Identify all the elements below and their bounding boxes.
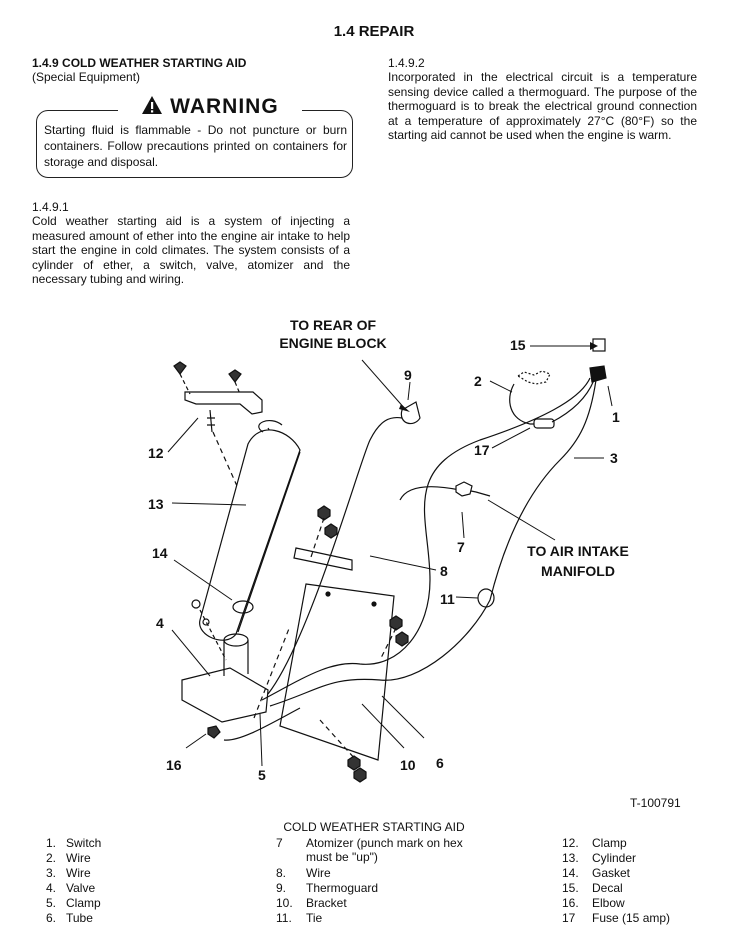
legend-number: 5. xyxy=(46,896,57,910)
legend-label: Wire xyxy=(66,866,91,880)
legend-item: 3. Wire xyxy=(46,866,91,880)
leader-lines xyxy=(167,345,613,767)
part-num-1: 1 xyxy=(612,409,620,425)
leader-arrowheads xyxy=(399,342,598,412)
legend-number: 16. xyxy=(562,896,579,910)
part-num-6: 6 xyxy=(436,755,444,771)
para2-text: Incorporated in the electrical circuit i… xyxy=(388,70,697,143)
part-num-17: 17 xyxy=(474,442,490,458)
warning-text: Starting fluid is flammable - Do not pun… xyxy=(44,123,347,169)
legend-number: 11. xyxy=(276,911,292,925)
legend-number: 12. xyxy=(562,836,579,850)
legend-number: 9. xyxy=(276,881,287,895)
legend-item: 9. Thermoguard xyxy=(276,881,378,895)
page-title: 1.4 REPAIR xyxy=(333,23,415,40)
callout-air-2: MANIFOLD xyxy=(541,563,615,579)
legend-number: 8. xyxy=(276,866,287,880)
para1-text: Cold weather starting aid is a system of… xyxy=(32,214,350,287)
legend-label: Elbow xyxy=(592,896,625,910)
warning-triangle-icon xyxy=(142,96,163,114)
part-num-10: 10 xyxy=(400,757,416,773)
legend-item: 1. Switch xyxy=(46,836,101,850)
part-num-14: 14 xyxy=(152,545,168,561)
figure-id: T-100791 xyxy=(630,796,681,810)
legend-item: 5. Clamp xyxy=(46,896,101,910)
legend-label: Clamp xyxy=(592,836,627,850)
legend-number: 15. xyxy=(562,881,579,895)
legend-number: 4. xyxy=(46,881,57,895)
diagram-art xyxy=(173,338,607,783)
legend-item: 15. Decal xyxy=(562,881,623,895)
part-num-2: 2 xyxy=(474,373,482,389)
part-num-7: 7 xyxy=(457,539,465,555)
legend-label: Thermoguard xyxy=(306,881,379,895)
section-subheading: (Special Equipment) xyxy=(32,70,141,84)
part-num-9: 9 xyxy=(404,367,412,383)
starting-aid-diagram: TO REAR OF ENGINE BLOCK TO AIR INTAKE MA… xyxy=(148,317,629,783)
legend-label: Valve xyxy=(66,881,96,895)
legend-number: 14. xyxy=(562,866,579,880)
legend-item: 13. Cylinder xyxy=(562,851,636,865)
legend-item: 14. Gasket xyxy=(562,866,630,880)
legend-label: Switch xyxy=(66,836,102,850)
part-num-13: 13 xyxy=(148,496,164,512)
callout-air-1: TO AIR INTAKE xyxy=(527,543,629,559)
legend-number: 7 xyxy=(276,836,283,850)
legend-item: 10. Bracket xyxy=(276,896,347,910)
legend-label: Tie xyxy=(306,911,323,925)
callouts: TO REAR OF ENGINE BLOCK TO AIR INTAKE MA… xyxy=(279,317,628,579)
legend-label: Clamp xyxy=(66,896,101,910)
part-num-12: 12 xyxy=(148,445,164,461)
legend-label: Bracket xyxy=(306,896,347,910)
legend-label: Wire xyxy=(66,851,91,865)
legend-number: 13. xyxy=(562,851,579,865)
part-num-4: 4 xyxy=(156,615,164,631)
legend-label: Gasket xyxy=(592,866,631,880)
legend-number: 1. xyxy=(46,836,57,850)
legend-label: Atomizer (punch mark on hex must be "up"… xyxy=(306,836,463,864)
warning-title: WARNING xyxy=(118,95,302,119)
legend-item: 2. Wire xyxy=(46,851,91,865)
legend-label: Decal xyxy=(592,881,623,895)
legend-item: 7 Atomizer (punch mark on hex must be "up… xyxy=(276,836,486,864)
legend-item: 11. Tie xyxy=(276,911,322,925)
legend-item: 8. Wire xyxy=(276,866,331,880)
legend-number: 10. xyxy=(276,896,293,910)
part-numbers: 1 2 3 4 5 6 7 8 9 10 11 12 13 14 15 16 1… xyxy=(148,337,620,783)
part-num-11: 11 xyxy=(440,591,455,607)
part-num-8: 8 xyxy=(440,563,448,579)
part-num-3: 3 xyxy=(610,450,618,466)
legend-item: 6. Tube xyxy=(46,911,93,925)
para2-number: 1.4.9.2 xyxy=(388,56,425,70)
legend-number: 3. xyxy=(46,866,57,880)
part-num-15: 15 xyxy=(510,337,526,353)
warning-label: WARNING xyxy=(170,95,279,118)
legend-item: 16. Elbow xyxy=(562,896,625,910)
section-heading: 1.4.9 COLD WEATHER STARTING AID xyxy=(32,56,247,70)
legend-number: 6. xyxy=(46,911,57,925)
legend-item: 4. Valve xyxy=(46,881,95,895)
para1-number: 1.4.9.1 xyxy=(32,200,69,214)
legend-item: 17 Fuse (15 amp) xyxy=(562,911,670,925)
legend-label: Fuse (15 amp) xyxy=(592,911,671,925)
legend-label: Tube xyxy=(66,911,93,925)
legend-label: Wire xyxy=(306,866,331,880)
part-num-16: 16 xyxy=(166,757,182,773)
callout-rear-2: ENGINE BLOCK xyxy=(279,335,386,351)
legend-item: 12. Clamp xyxy=(562,836,627,850)
callout-rear-1: TO REAR OF xyxy=(290,317,377,333)
legend-number: 2. xyxy=(46,851,57,865)
legend-label: Cylinder xyxy=(592,851,637,865)
legend-number: 17 xyxy=(562,911,576,925)
figure-caption: COLD WEATHER STARTING AID xyxy=(283,820,465,834)
part-num-5: 5 xyxy=(258,767,266,783)
